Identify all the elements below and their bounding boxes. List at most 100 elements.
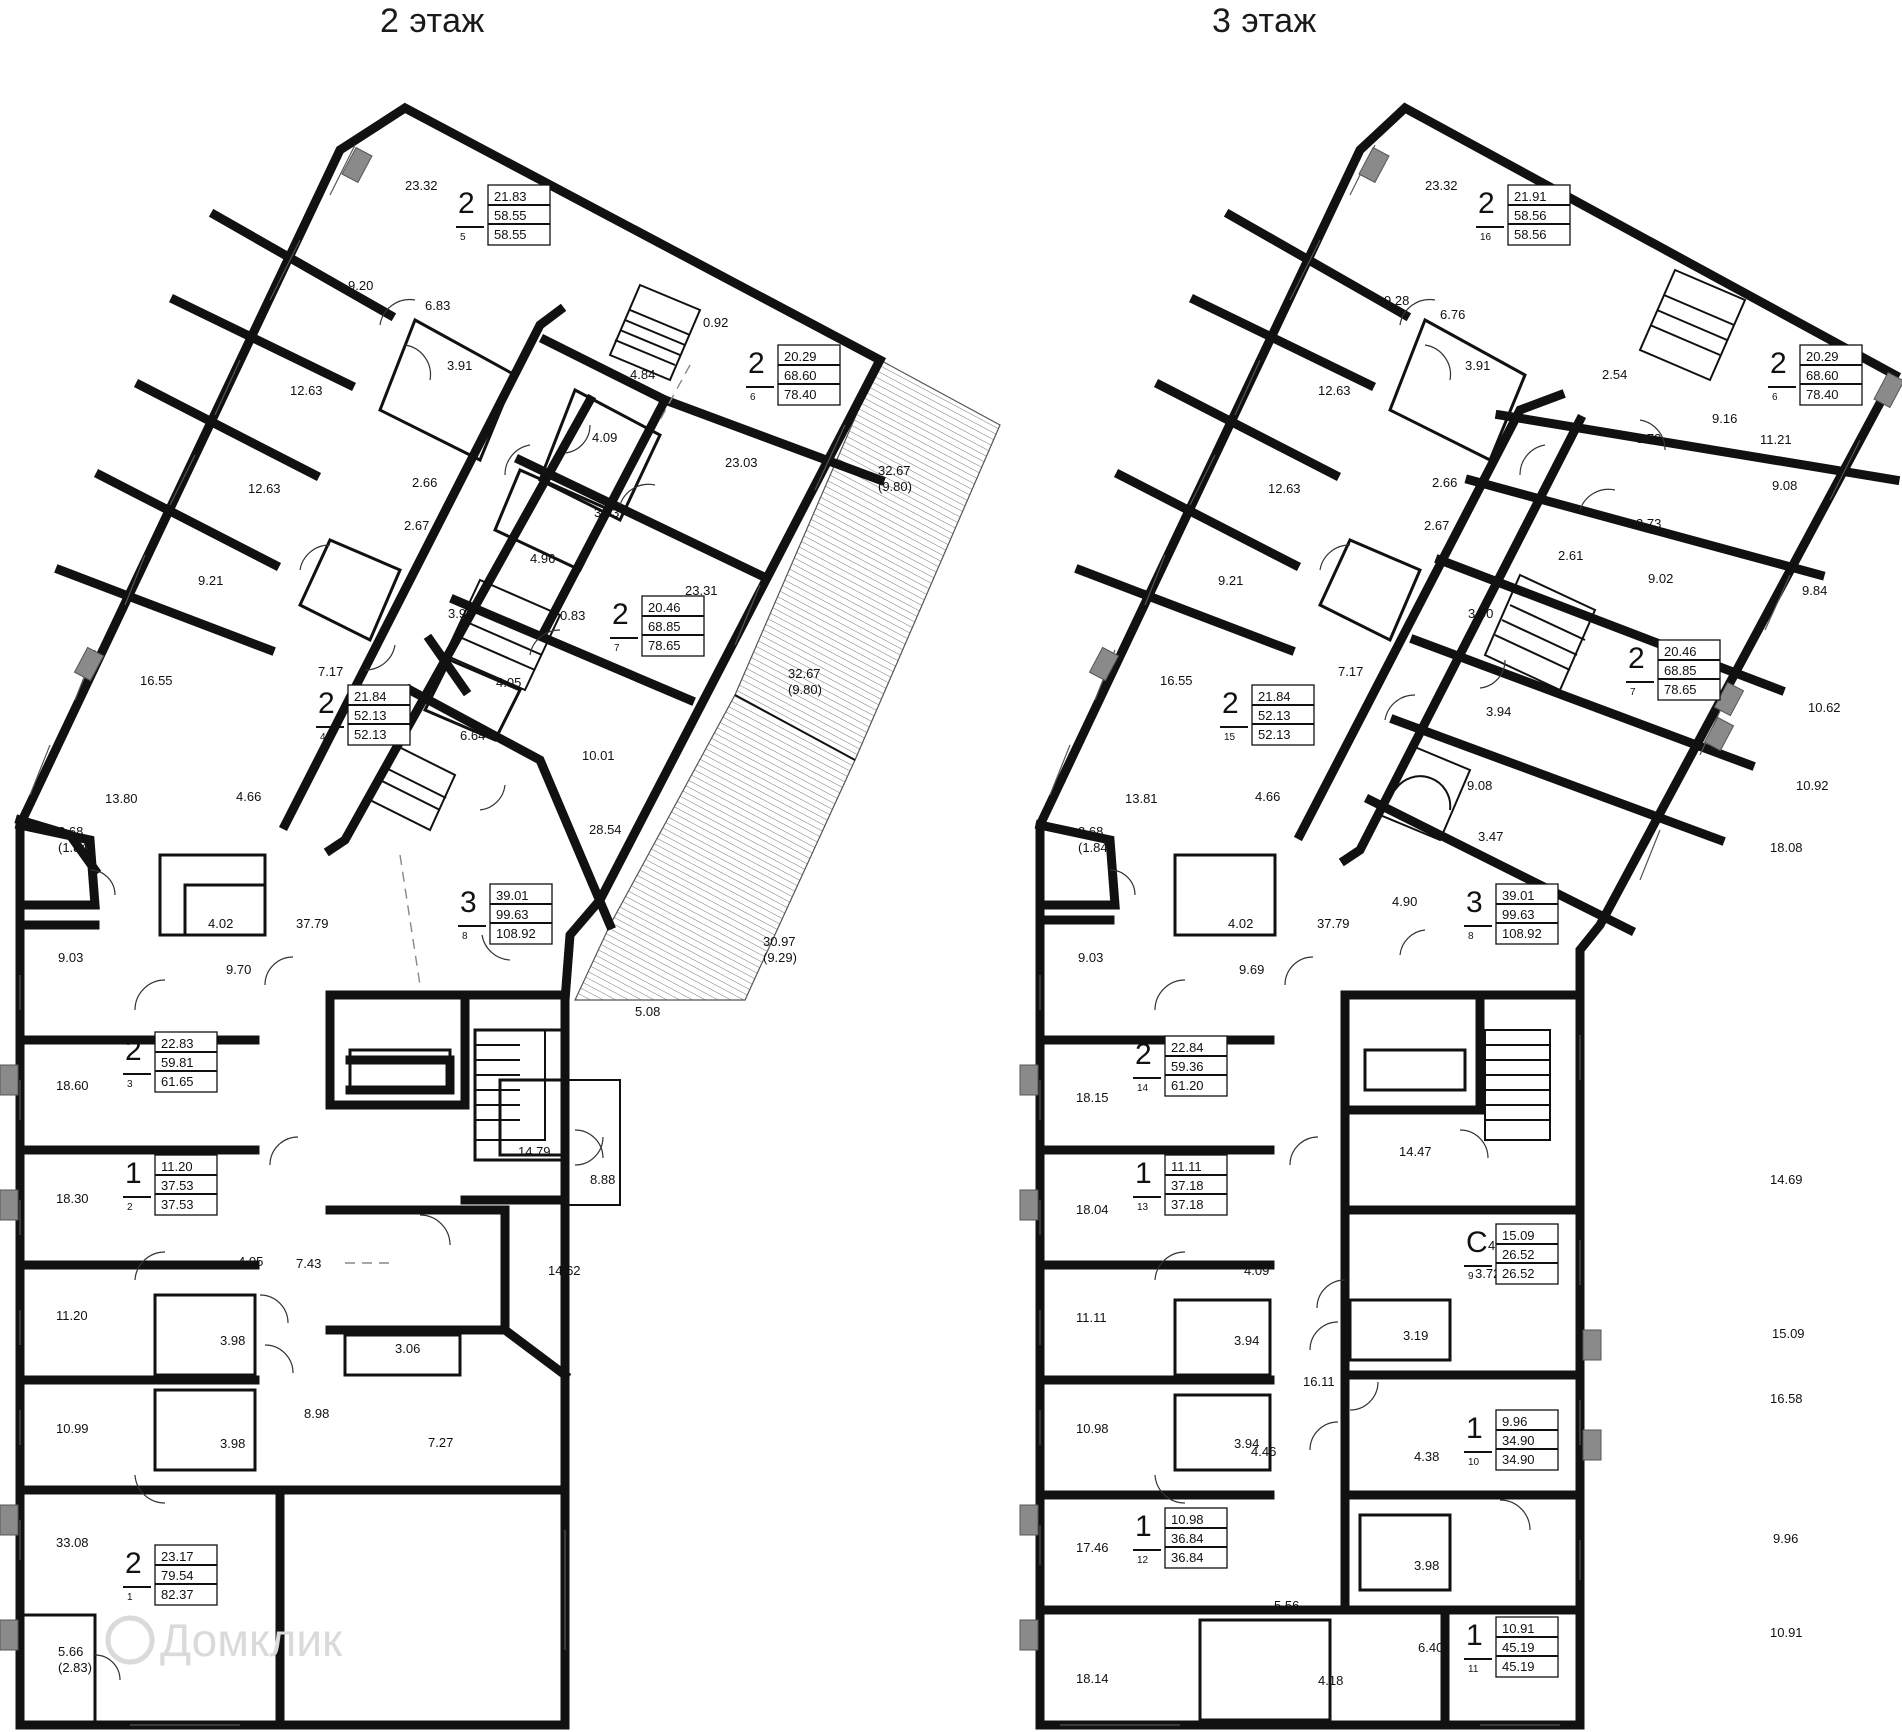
apartment-rooms: 1 <box>125 1157 142 1190</box>
room-area-label: 10.99 <box>56 1421 89 1436</box>
apartment-value: 34.90 <box>1502 1433 1535 1448</box>
apartment-value: 10.98 <box>1171 1512 1204 1527</box>
apartment-value: 21.84 <box>1258 689 1291 704</box>
apartment-values-box <box>1164 1035 1228 1097</box>
apartment-values-box <box>1507 184 1571 246</box>
stair-f2-a <box>608 283 702 382</box>
room-area-label: 5.66 <box>58 1644 83 1659</box>
room-area-label: 9.21 <box>1218 573 1243 588</box>
room-area-label: 12.63 <box>1268 481 1301 496</box>
apartment-value: 59.81 <box>161 1055 194 1070</box>
watermark-logo: Домклик <box>105 1614 343 1666</box>
facade-block-f3-6 <box>1019 1619 1039 1651</box>
room-area-label: 23.32 <box>405 178 438 193</box>
apartment-value: 11.20 <box>161 1159 193 1174</box>
apartment-value: 37.18 <box>1171 1197 1204 1212</box>
apartment-value: 20.46 <box>648 600 681 615</box>
room-area-label: 9.03 <box>58 950 83 965</box>
terrace-2 <box>574 694 856 1001</box>
room-area-label: 18.15 <box>1076 1090 1109 1105</box>
watermark-text: Домклик <box>160 1614 343 1666</box>
facade-block-f3-10 <box>1713 681 1745 717</box>
stair-f3-a <box>1638 268 1747 382</box>
stair-f2-c <box>368 743 457 832</box>
facade-block-f3-5 <box>1019 1504 1039 1536</box>
apartment-index: 3 <box>127 1079 133 1090</box>
apartment-values-box <box>487 184 551 246</box>
room-area-label: 10.01 <box>582 748 615 763</box>
floor-2-plan <box>0 102 1001 1730</box>
room-area-label: 18.60 <box>56 1078 89 1093</box>
room-area-label: 18.14 <box>1076 1671 1109 1686</box>
apartment-rooms: 2 <box>612 598 629 631</box>
room-area-label: 5.56 <box>1274 1598 1299 1613</box>
room-area-label: 4.05 <box>496 675 521 690</box>
apartment-value: 108.92 <box>1502 926 1542 941</box>
apartment-value: 52.13 <box>1258 708 1291 723</box>
room-area-label: 3.72 <box>1475 1266 1500 1281</box>
apartment-values-box <box>1495 883 1559 945</box>
facade-block-f3-1 <box>1358 146 1390 184</box>
room-area-label: 9.21 <box>198 573 223 588</box>
apartment-rooms: 2 <box>1222 687 1239 720</box>
apartment-value: 26.52 <box>1502 1247 1535 1262</box>
apartment-value: 26.52 <box>1502 1266 1535 1281</box>
room-area-label: 16.11 <box>1303 1374 1335 1389</box>
facade-block-f2-5 <box>0 1504 19 1536</box>
apartment-value: 108.92 <box>496 926 536 941</box>
room-area-label: 3.93 <box>594 505 619 520</box>
apartment-value: 68.85 <box>1664 663 1697 678</box>
apartment-values-box <box>1495 1223 1559 1285</box>
facade-block-f3-8 <box>1582 1429 1602 1461</box>
room-area-label: 15.09 <box>1772 1326 1805 1341</box>
apartment-rooms: 2 <box>1628 642 1645 675</box>
room-area-label: 9.02 <box>1648 571 1673 586</box>
apartment-value: 22.83 <box>161 1036 194 1051</box>
apartment-value: 82.37 <box>161 1587 194 1602</box>
room-area-label: 4.09 <box>1244 1263 1269 1278</box>
apartment-value: 36.84 <box>1171 1550 1204 1565</box>
lift-f2 <box>348 1048 452 1092</box>
room-area-label: 11.20 <box>56 1308 88 1323</box>
room-area-label: 3.94 <box>1234 1333 1259 1348</box>
apartment-value: 61.20 <box>1171 1078 1204 1093</box>
room-area-label: 4.66 <box>1255 789 1280 804</box>
apartment-rooms: 2 <box>1770 347 1787 380</box>
apartment-value: 21.84 <box>354 689 387 704</box>
stair-f3-d <box>1484 1029 1551 1141</box>
facade-block-f2-1 <box>341 146 373 184</box>
floor-2-apartment-badges: 2521.8358.5558.552620.2968.6078.402720.4… <box>123 184 841 1606</box>
apartment-index: 6 <box>750 392 756 403</box>
room-area-label: 0.83 <box>560 608 585 623</box>
room-area-label: 10.98 <box>1076 1421 1109 1436</box>
apartment-index: 11 <box>1468 1664 1479 1675</box>
apartment-index: 8 <box>1468 931 1474 942</box>
room-area-label: 3.94 <box>1234 1436 1259 1451</box>
apartment-value: 20.29 <box>784 349 817 364</box>
facade-block-f2-4 <box>0 1189 19 1221</box>
room-area-label: 23.03 <box>725 455 758 470</box>
room-area-label: 13.80 <box>105 791 138 806</box>
facade-block-f2-2 <box>73 646 105 682</box>
room-area-label: 14.62 <box>548 1263 581 1278</box>
apartment-rooms: 2 <box>1478 187 1495 220</box>
apartment-values-box <box>641 595 705 657</box>
room-area-label: 9.28 <box>1384 293 1409 308</box>
room-area-label: 7.17 <box>1338 664 1363 679</box>
apartment-rooms: 2 <box>318 687 335 720</box>
apartment-rooms: 2 <box>125 1034 142 1067</box>
apartment-values-box <box>1251 684 1315 746</box>
apartment-value: 79.54 <box>161 1568 194 1583</box>
room-area-label: 7.43 <box>296 1256 321 1271</box>
apartment-index: 14 <box>1137 1083 1149 1094</box>
room-area-label: 5.08 <box>635 1004 660 1019</box>
room-area-label: 11.21 <box>1760 432 1792 447</box>
stair-f2-d <box>474 1029 546 1141</box>
